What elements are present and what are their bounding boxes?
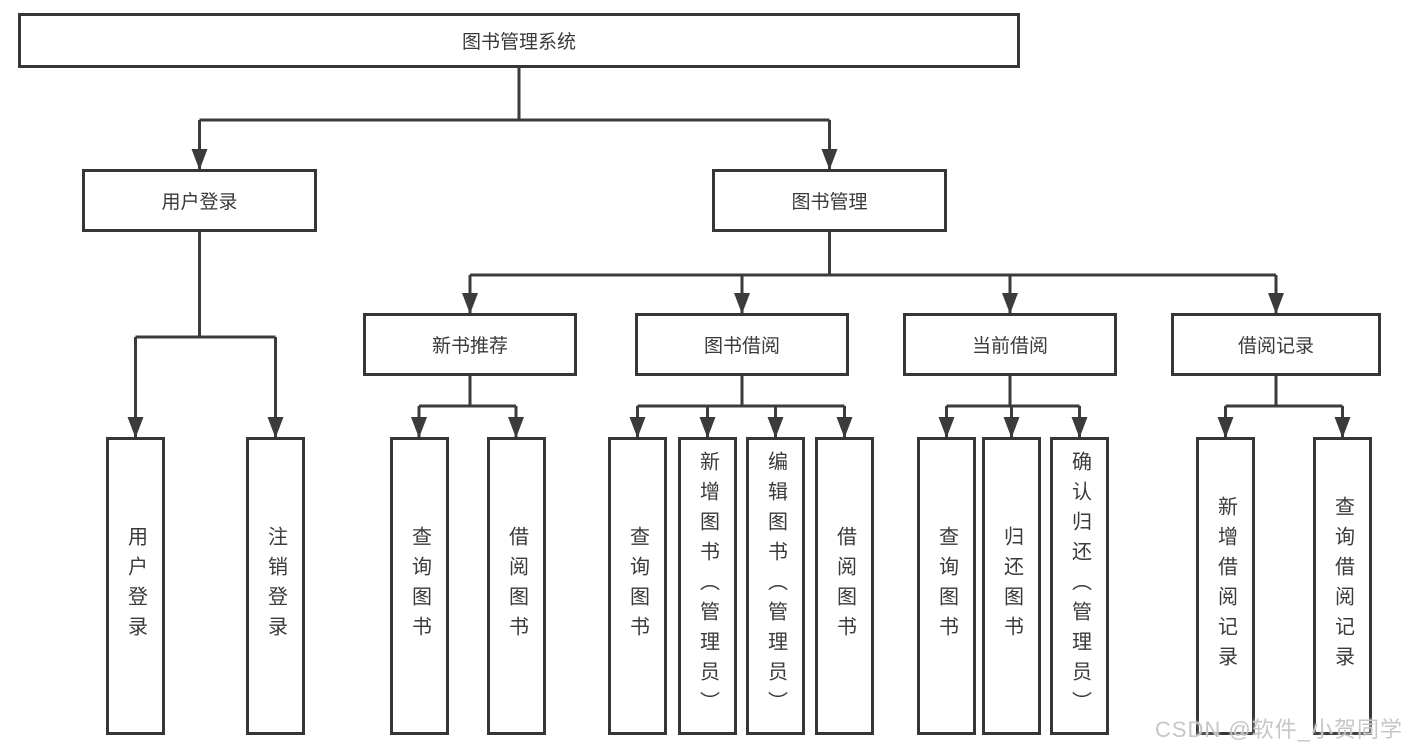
leaf-confirm-return-admin: 确认归还（管理员） <box>1050 437 1109 735</box>
leaf-query-books-1: 查询图书 <box>390 437 449 735</box>
leaf-add-borrow-record: 新增借阅记录 <box>1196 437 1255 735</box>
node-borrowing-records: 借阅记录 <box>1171 313 1381 376</box>
leaf-return-book-label: 归还图书 <box>1000 526 1023 646</box>
leaf-query-books-2-label: 查询图书 <box>626 526 649 646</box>
node-new-book-recommendation: 新书推荐 <box>363 313 577 376</box>
leaf-borrow-books-1: 借阅图书 <box>487 437 546 735</box>
leaf-borrow-books-2-label: 借阅图书 <box>833 526 856 646</box>
leaf-query-books-2: 查询图书 <box>608 437 667 735</box>
csdn-watermark: CSDN @软件_小贺同学 <box>1154 717 1403 742</box>
leaf-borrow-books-2: 借阅图书 <box>815 437 874 735</box>
node-root: 图书管理系统 <box>18 13 1020 68</box>
leaf-logout-label: 注销登录 <box>264 526 287 646</box>
node-user-login: 用户登录 <box>82 169 317 232</box>
leaf-add-borrow-record-label: 新增借阅记录 <box>1214 496 1237 676</box>
leaf-user-login-label: 用户登录 <box>124 526 147 646</box>
leaf-edit-book-admin: 编辑图书（管理员） <box>746 437 805 735</box>
leaf-add-book-admin-label: 新增图书（管理员） <box>696 451 719 721</box>
leaf-query-borrow-record: 查询借阅记录 <box>1313 437 1372 735</box>
leaf-query-books-3: 查询图书 <box>917 437 976 735</box>
node-book-management: 图书管理 <box>712 169 947 232</box>
leaf-query-books-1-label: 查询图书 <box>408 526 431 646</box>
leaf-confirm-return-admin-label: 确认归还（管理员） <box>1068 451 1091 721</box>
node-current-borrowing: 当前借阅 <box>903 313 1117 376</box>
leaf-edit-book-admin-label: 编辑图书（管理员） <box>764 451 787 721</box>
leaf-query-borrow-record-label: 查询借阅记录 <box>1331 496 1354 676</box>
leaf-add-book-admin: 新增图书（管理员） <box>678 437 737 735</box>
node-book-borrowing: 图书借阅 <box>635 313 849 376</box>
leaf-borrow-books-1-label: 借阅图书 <box>505 526 528 646</box>
leaf-return-book: 归还图书 <box>982 437 1041 735</box>
leaf-logout: 注销登录 <box>246 437 305 735</box>
connector-skeleton <box>135 68 1343 408</box>
leaf-query-books-3-label: 查询图书 <box>935 526 958 646</box>
leaf-user-login: 用户登录 <box>106 437 165 735</box>
